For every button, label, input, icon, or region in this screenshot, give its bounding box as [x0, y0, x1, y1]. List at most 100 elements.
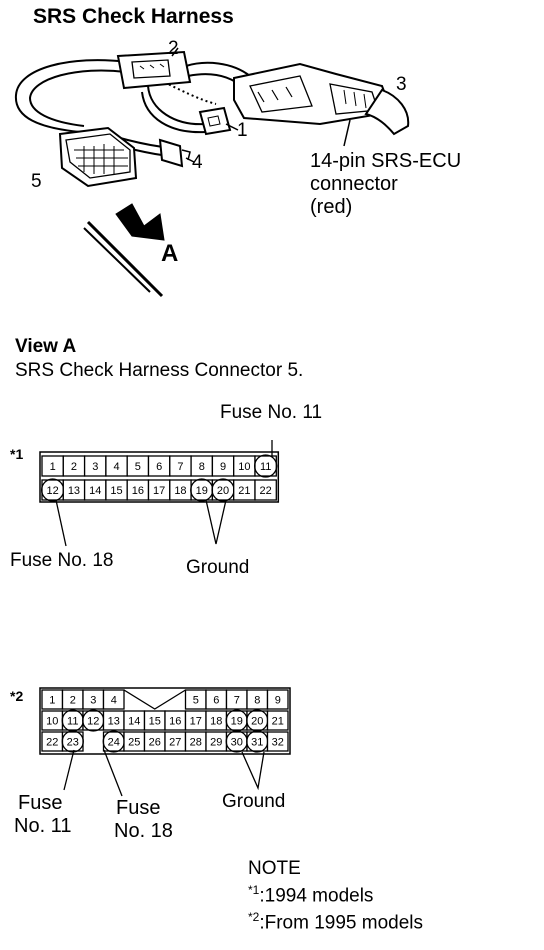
svg-text:31: 31 — [251, 737, 263, 749]
svg-text:13: 13 — [108, 716, 120, 728]
svg-text:4: 4 — [113, 461, 119, 473]
svg-text:8: 8 — [254, 695, 260, 707]
c95-pin-21: 21 — [266, 710, 289, 731]
c95-pin-8: 8 — [246, 689, 269, 710]
note-line-1: *1:1994 models — [248, 883, 374, 907]
svg-text:7: 7 — [234, 695, 240, 707]
c95-pin-3: 3 — [82, 689, 105, 710]
ground-label-1995: Ground — [222, 791, 286, 812]
c94-pin-18: 18 — [169, 479, 192, 501]
c94-pin-9: 9 — [211, 455, 235, 477]
note-heading: NOTE — [248, 858, 301, 879]
svg-text:6: 6 — [156, 461, 162, 473]
c95-pin-24: 24 — [102, 730, 125, 753]
connector-1 — [198, 106, 232, 136]
svg-text:16: 16 — [169, 716, 181, 728]
c95-pin-20: 20 — [246, 709, 269, 732]
svg-text:8: 8 — [199, 461, 205, 473]
c94-pin-11: 11 — [253, 454, 278, 478]
svg-text:20: 20 — [217, 485, 229, 497]
c94-pin-6: 6 — [147, 455, 171, 477]
c94-pin-10: 10 — [233, 455, 256, 477]
c95-pin-32: 32 — [266, 731, 289, 752]
fuse-11-label-1994: Fuse No. 11 — [220, 402, 323, 423]
svg-text:32: 32 — [272, 737, 284, 749]
fuse-18-label-1995: Fuse No. 18 — [114, 797, 173, 842]
c94-pin-1: 1 — [41, 455, 64, 477]
c94-pin-13: 13 — [62, 479, 86, 501]
c95-pin-30: 30 — [225, 730, 248, 753]
c95-pin-28: 28 — [184, 731, 207, 752]
c94-pin-7: 7 — [169, 455, 192, 477]
marker-1995: *2 — [10, 688, 24, 704]
c95-pin-9: 9 — [266, 689, 289, 710]
c95-pin-6: 6 — [205, 689, 228, 710]
arrow-label-a: A — [161, 240, 179, 267]
ecu-connector-3 — [233, 62, 410, 136]
c95-pin-31: 31 — [246, 730, 269, 753]
c94-pin-8: 8 — [190, 455, 214, 477]
connector-1995-leaders — [63, 749, 265, 797]
c95-pin-10: 10 — [41, 710, 64, 731]
svg-text:2: 2 — [71, 461, 77, 473]
svg-text:26: 26 — [149, 737, 161, 749]
c94-pin-22: 22 — [254, 479, 277, 501]
svg-text:10: 10 — [238, 461, 250, 473]
fuse-18-label-1994: Fuse No. 18 — [10, 550, 114, 571]
c94-pin-15: 15 — [105, 479, 128, 501]
svg-text:1: 1 — [49, 695, 55, 707]
svg-text:28: 28 — [190, 737, 202, 749]
svg-text:22: 22 — [260, 485, 272, 497]
c94-pin-17: 17 — [147, 479, 171, 501]
svg-text:13: 13 — [68, 485, 80, 497]
connector-5 — [58, 126, 138, 188]
svg-text:12: 12 — [47, 485, 59, 497]
view-arrow-a — [83, 203, 165, 298]
svg-text:23: 23 — [67, 737, 79, 749]
svg-text:10: 10 — [46, 716, 58, 728]
svg-text:1: 1 — [50, 461, 56, 473]
svg-text:14: 14 — [128, 716, 140, 728]
c94-pin-2: 2 — [62, 455, 86, 477]
c95-pin-19: 19 — [225, 709, 248, 732]
svg-text:15: 15 — [110, 485, 122, 497]
c95-pin-29: 29 — [205, 731, 228, 752]
c95-pin-23: 23 — [61, 730, 84, 753]
note-line-2: *2:From 1995 models — [248, 910, 424, 934]
c95-pin-12: 12 — [82, 709, 105, 732]
callout-2: 2 — [168, 38, 179, 59]
svg-text:2: 2 — [70, 695, 76, 707]
svg-text:11: 11 — [67, 716, 78, 728]
c95-pin-11: 11 — [61, 709, 84, 732]
c95-pin-4: 4 — [102, 689, 125, 710]
c95-pin-18: 18 — [205, 710, 228, 731]
c95-pin-15: 15 — [143, 710, 166, 731]
c95-pin-1: 1 — [41, 689, 64, 710]
ecu-connector-label: 14-pin SRS-ECU connector (red) — [310, 150, 462, 218]
svg-text:3: 3 — [92, 461, 98, 473]
c94-pin-12: 12 — [41, 478, 65, 502]
svg-text:22: 22 — [46, 737, 58, 749]
c95-pin-5: 5 — [184, 689, 207, 710]
svg-text:21: 21 — [272, 716, 284, 728]
svg-text:21: 21 — [238, 485, 250, 497]
c94-pin-21: 21 — [233, 479, 256, 501]
c95-pin-22: 22 — [41, 731, 64, 752]
svg-text:27: 27 — [169, 737, 181, 749]
svg-text:7: 7 — [177, 461, 183, 473]
svg-text:16: 16 — [132, 485, 144, 497]
harness-illustration — [14, 47, 410, 298]
svg-text:5: 5 — [135, 461, 141, 473]
svg-text:18: 18 — [174, 485, 186, 497]
svg-text:6: 6 — [213, 695, 219, 707]
svg-text:24: 24 — [108, 737, 120, 749]
c95-pin-13: 13 — [102, 710, 125, 731]
svg-text:25: 25 — [128, 737, 140, 749]
fuse-11-label-1995: Fuse No. 11 — [14, 792, 72, 837]
view-heading: View A — [15, 336, 77, 357]
svg-text:3: 3 — [90, 695, 96, 707]
